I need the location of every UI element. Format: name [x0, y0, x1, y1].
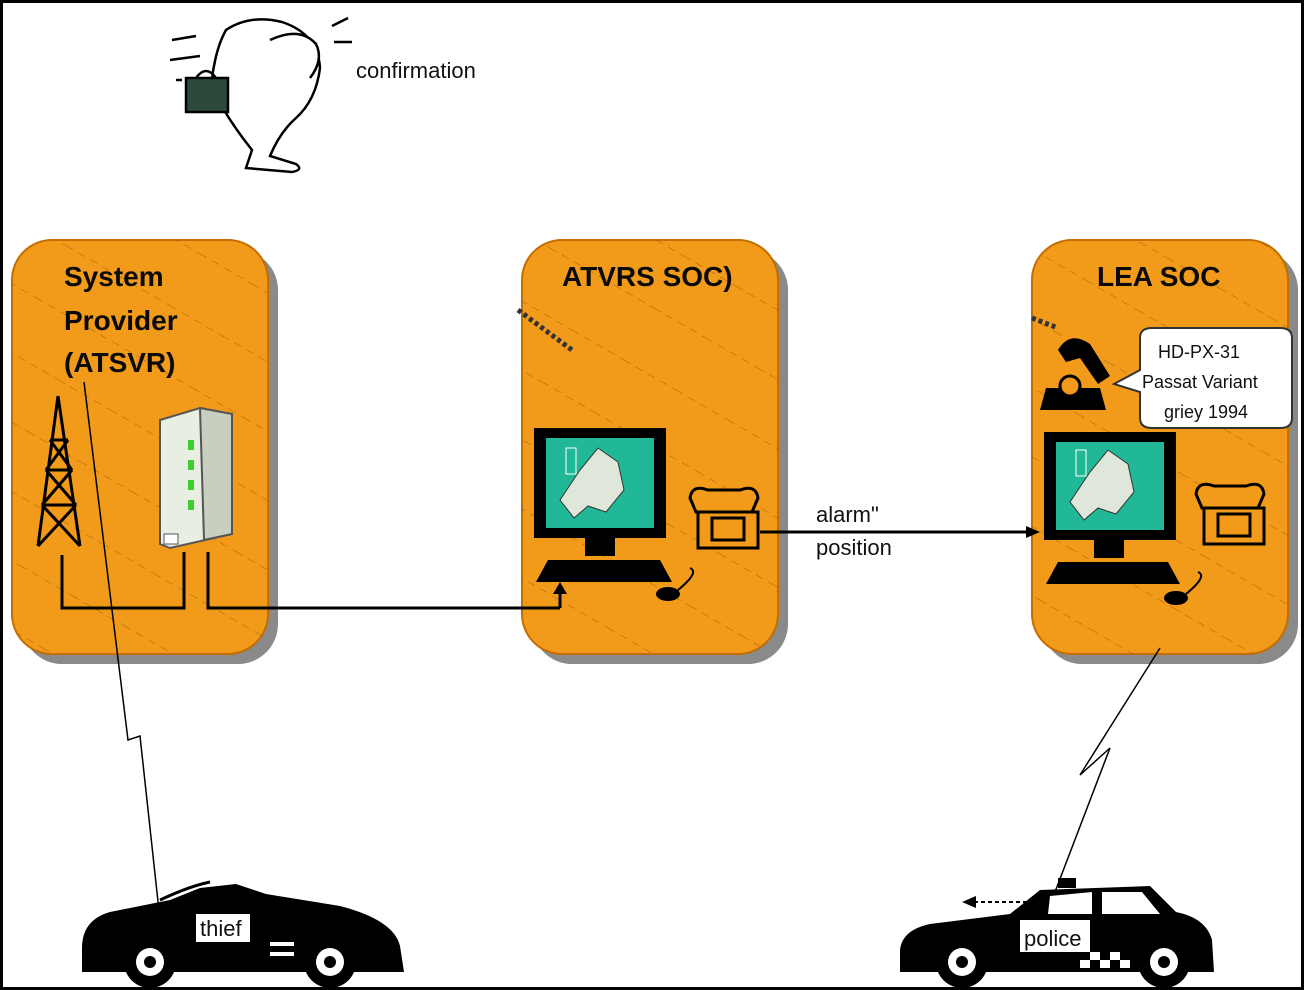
system-provider-label-line1: System [64, 261, 164, 292]
police-label: police [1024, 926, 1081, 951]
arrowhead [553, 582, 567, 594]
telephone-icon [688, 486, 760, 550]
atvrs-soc-title: ATVRS SOC) [562, 261, 733, 292]
signal-mark [1031, 315, 1059, 331]
thief-label: thief [200, 916, 242, 941]
police-car-icon [900, 878, 1214, 988]
speech-bubble [1111, 327, 1293, 429]
radio-link-thief [83, 381, 161, 921]
bubble-line3: griey 1994 [1164, 402, 1248, 422]
telephone-icon [1194, 482, 1266, 546]
system-provider-panel [11, 239, 278, 664]
system-provider-label-line3: (ATSVR) [64, 347, 175, 378]
rotary-phone-icon [1040, 338, 1110, 410]
radio-tower-icon [36, 395, 82, 548]
running-man-icon [169, 16, 352, 174]
computer-icon [534, 428, 672, 582]
computer-icon [1044, 432, 1180, 584]
thief-car-icon [82, 880, 404, 988]
server-to-atvrs-line [206, 552, 560, 610]
confirmation-label: confirmation [356, 58, 476, 83]
arrowhead [962, 896, 976, 908]
signal-mark [516, 307, 574, 353]
server-icon [159, 406, 233, 550]
position-label: position [816, 535, 892, 560]
bubble-line1: HD-PX-31 [1158, 342, 1240, 362]
tower-server-link [60, 552, 186, 610]
alarm-label: alarm" [816, 502, 879, 527]
mouse-icon [656, 567, 694, 601]
bubble-line2: Passat Variant [1142, 372, 1258, 392]
lea-soc-title: LEA SOC [1097, 261, 1220, 292]
arrowhead [1026, 526, 1040, 538]
system-provider-label-line2: Provider [64, 305, 178, 336]
radio-link-police [1049, 647, 1161, 906]
mouse-icon [1164, 571, 1202, 605]
